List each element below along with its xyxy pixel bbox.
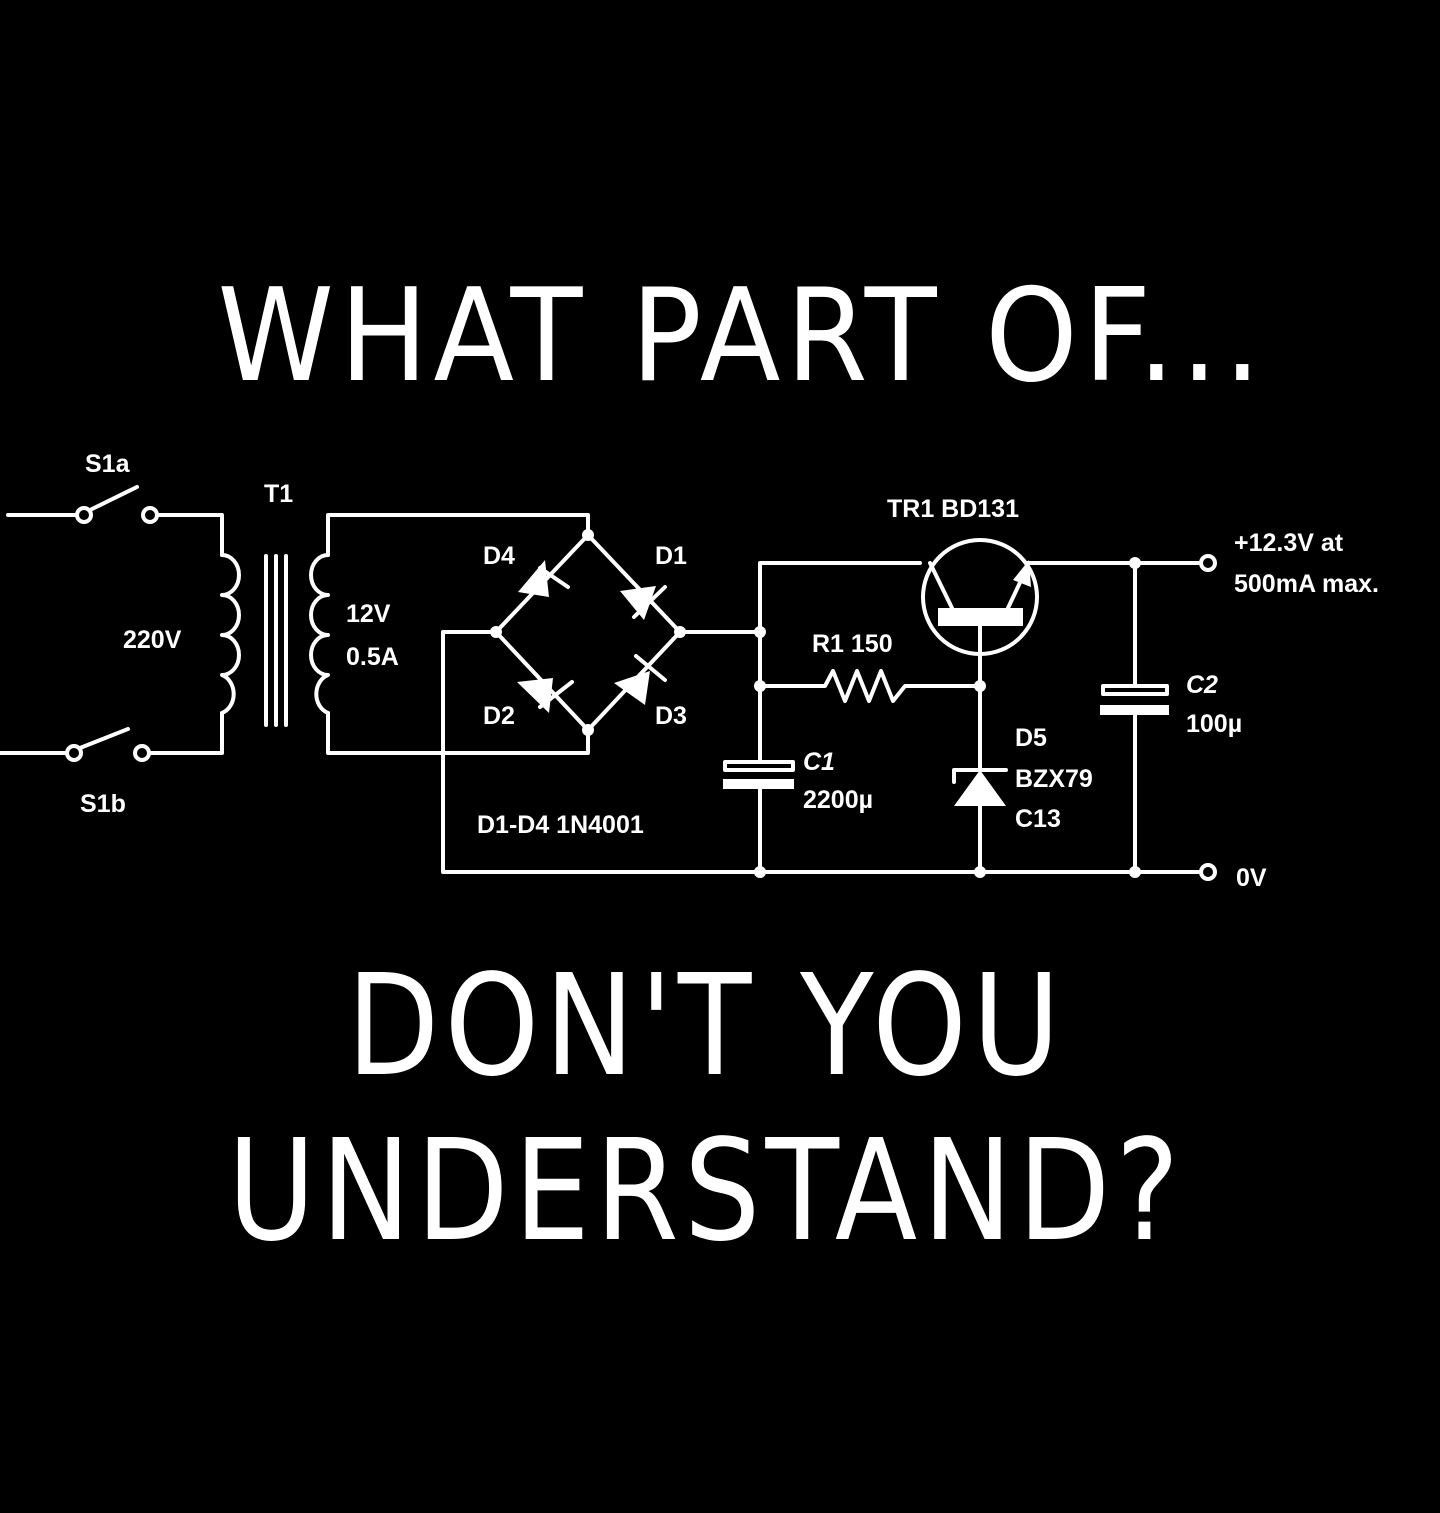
- switch-s1a: [6, 485, 224, 557]
- transformer-t1: [220, 513, 590, 755]
- resistor-label: R1 150: [812, 630, 893, 658]
- headline-bottom-line2: UNDERSTAND?: [227, 1110, 1185, 1273]
- primary-voltage-label: 220V: [123, 626, 182, 654]
- output-ground-label: 0V: [1236, 864, 1267, 892]
- switch-s1b-label: S1b: [80, 790, 126, 818]
- resistor-r1: [758, 669, 986, 703]
- transformer-label: T1: [264, 480, 293, 508]
- diode-d1-label: D1: [655, 542, 687, 570]
- diode-d3-label: D3: [655, 702, 687, 730]
- bridge-part-label: D1-D4 1N4001: [477, 811, 644, 839]
- transistor-label: TR1 BD131: [887, 495, 1019, 523]
- switch-s1b: [0, 711, 224, 762]
- bridge-rectifier: [441, 529, 1202, 874]
- output-positive-line2: 500mA max.: [1234, 570, 1379, 598]
- diode-d3: [614, 654, 667, 705]
- capacitor-c1: [723, 561, 922, 878]
- zener-ref: D5: [1015, 724, 1047, 752]
- secondary-voltage-label: 12V: [346, 600, 391, 628]
- output-ground-terminal: [1199, 863, 1217, 881]
- diode-d4-label: D4: [483, 542, 515, 570]
- capacitor-c1-ref: C1: [803, 748, 835, 776]
- capacitor-c2-ref: C2: [1186, 671, 1218, 699]
- capacitor-c1-value: 2200µ: [803, 786, 873, 814]
- zener-part-line1: BZX79: [1015, 765, 1093, 793]
- output-positive-terminal: [1199, 554, 1217, 572]
- diode-d2-label: D2: [483, 702, 515, 730]
- zener-part-line2: C13: [1015, 805, 1061, 833]
- diode-d1: [620, 585, 667, 620]
- capacitor-c2-value: 100µ: [1186, 710, 1242, 738]
- switch-s1a-label: S1a: [85, 450, 131, 478]
- capacitor-c2: [1100, 557, 1169, 878]
- headline-top: WHAT PART OF...: [217, 262, 1267, 411]
- diode-d2: [517, 678, 574, 713]
- diode-d4: [518, 560, 570, 597]
- output-positive-line1: +12.3V at: [1234, 529, 1344, 557]
- secondary-current-label: 0.5A: [346, 643, 399, 671]
- transistor-tr1: [921, 538, 1202, 688]
- zener-d5: [952, 684, 1008, 878]
- headline-bottom-line1: DON'T YOU: [346, 945, 1066, 1108]
